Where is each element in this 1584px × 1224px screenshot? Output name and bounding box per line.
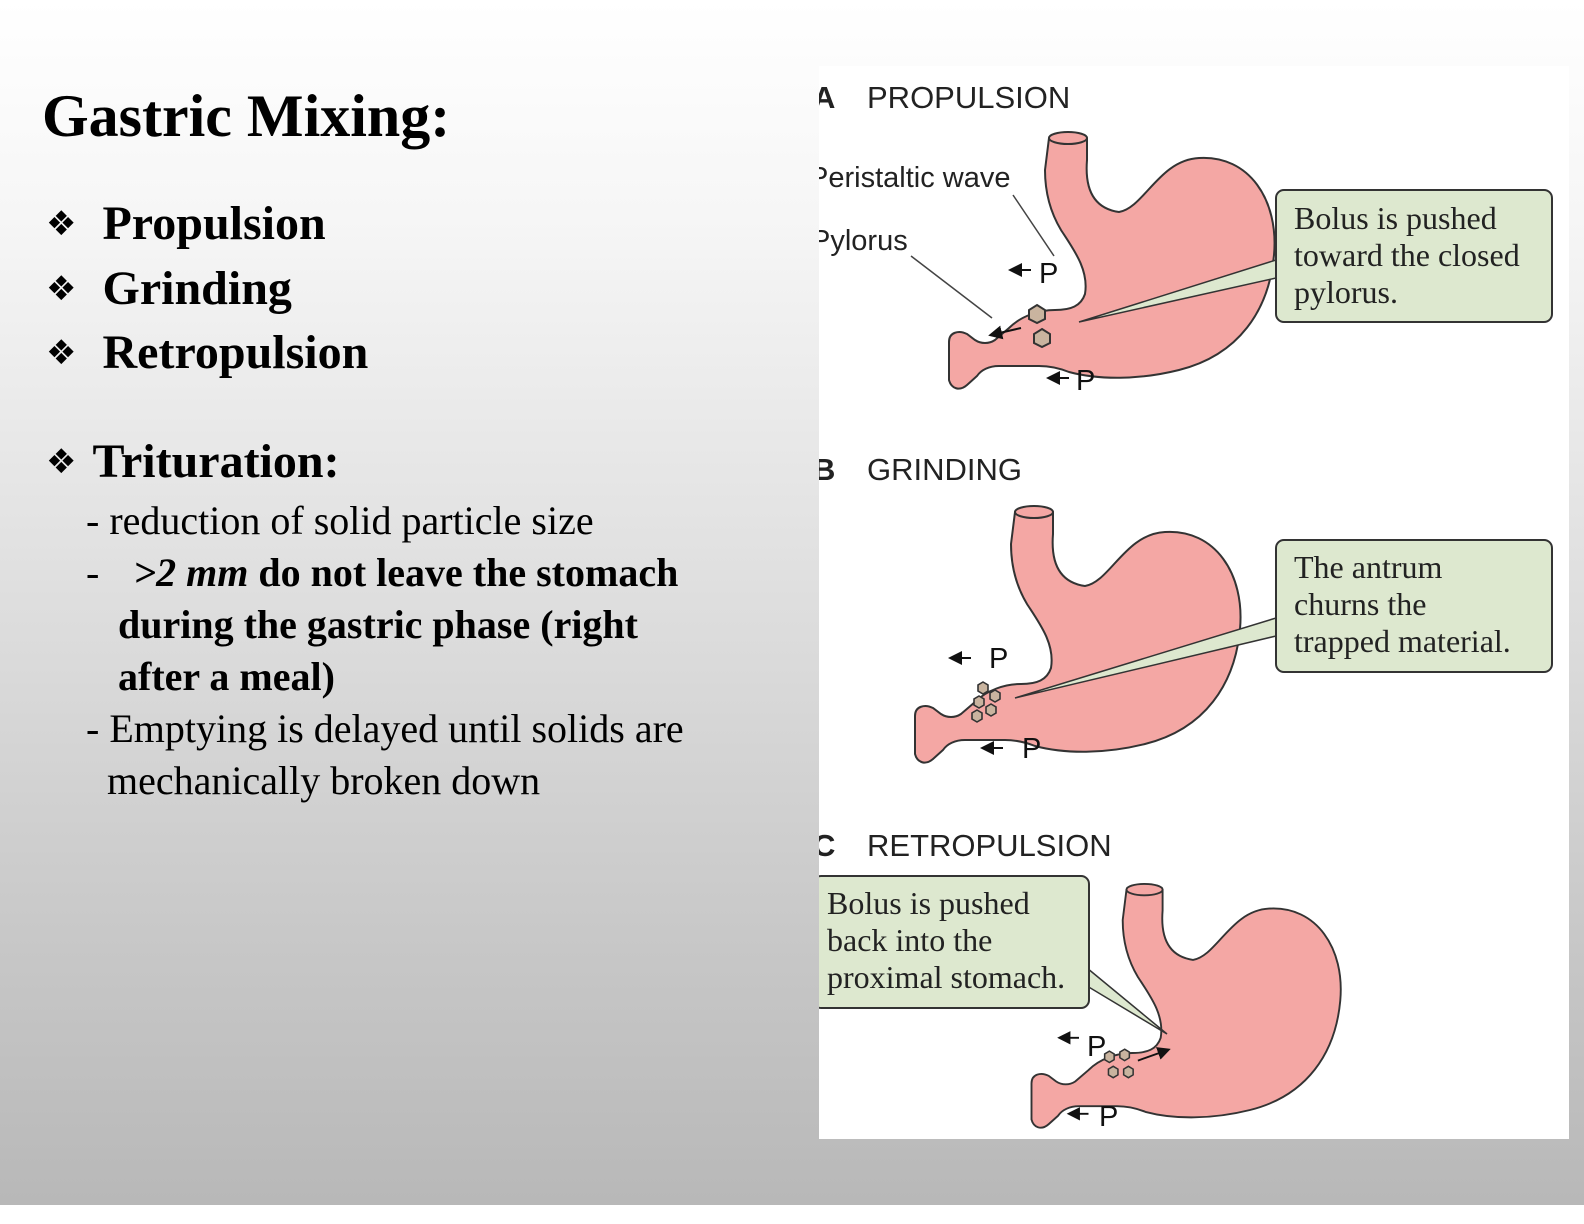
trituration-item-2-line-3: after a meal)	[118, 654, 335, 699]
callout-line: back into the	[827, 922, 992, 958]
bullet-label: Retropulsion	[102, 326, 369, 379]
panel-a-title: PROPULSION	[867, 80, 1070, 115]
diagram-svg: A PROPULSION Peristaltic wave Pylorus P …	[819, 80, 1553, 1133]
callout-box	[819, 875, 1090, 1009]
gastric-motility-diagram: A PROPULSION Peristaltic wave Pylorus P …	[819, 66, 1569, 1139]
bullet-retropulsion: ❖ Retropulsion	[46, 325, 368, 380]
leader-line	[910, 255, 993, 319]
trituration-item-2-line-2: during the gastric phase (right	[118, 602, 638, 647]
diamond-bullet-icon: ❖	[46, 203, 77, 244]
panel-c-title: RETROPULSION	[867, 828, 1112, 863]
slide-title: Gastric Mixing:	[42, 83, 451, 149]
trituration-item-1: - reduction of solid particle size	[86, 498, 594, 543]
p-label: P	[1022, 733, 1041, 765]
panel-a-propulsion: A PROPULSION Peristaltic wave Pylorus P …	[819, 80, 1553, 397]
p-label: P	[1087, 1031, 1106, 1063]
diamond-bullet-icon: ❖	[46, 332, 77, 373]
size-threshold: >2 mm	[133, 550, 249, 595]
callout-line: toward the closed	[1294, 237, 1520, 273]
item-text: do not leave the stomach	[248, 550, 679, 595]
panel-b-title: GRINDING	[867, 452, 1022, 487]
p-label: P	[1099, 1101, 1118, 1133]
bullet-trituration: ❖ Trituration:	[46, 434, 340, 489]
panel-b-letter: B	[819, 452, 835, 487]
callout-line: proximal stomach.	[827, 959, 1065, 995]
callout-line: Bolus is pushed	[1294, 200, 1497, 236]
stomach-illustration	[1030, 882, 1342, 1129]
callout-line: Bolus is pushed	[827, 885, 1030, 921]
trituration-item-3: - Emptying is delayed until solids are	[86, 706, 684, 751]
bullet-label: Grinding	[102, 262, 292, 315]
trituration-item-3-line-2: mechanically broken down	[107, 758, 541, 803]
p-label: P	[1076, 365, 1095, 397]
item-dash: -	[86, 550, 100, 595]
panel-c-letter: C	[819, 828, 835, 863]
panel-b-grinding: B GRINDING P P The antrum churns the tra…	[819, 452, 1553, 765]
pylorus-label: Pylorus	[819, 225, 908, 257]
bullet-propulsion: ❖ Propulsion	[46, 196, 326, 251]
callout-line: pylorus.	[1294, 274, 1398, 310]
diamond-bullet-icon: ❖	[46, 441, 77, 482]
stomach-illustration	[948, 131, 1276, 390]
callout-line: trapped material.	[1294, 623, 1511, 659]
trituration-heading: Trituration:	[92, 435, 340, 488]
bullet-grinding: ❖ Grinding	[46, 261, 292, 316]
callout-box	[1275, 539, 1553, 673]
bullet-label: Propulsion	[102, 197, 326, 250]
callout-box	[1275, 189, 1553, 323]
panel-a-letter: A	[819, 80, 835, 115]
leader-line	[1012, 194, 1055, 257]
peristaltic-wave-label: Peristaltic wave	[819, 162, 1010, 194]
diamond-bullet-icon: ❖	[46, 268, 77, 309]
panel-c-retropulsion: C RETROPULSION P P Bolus is pushed back …	[819, 828, 1342, 1133]
callout-line: The antrum	[1294, 549, 1443, 585]
callout-line: churns the	[1294, 586, 1426, 622]
p-label: P	[989, 643, 1008, 675]
stomach-illustration	[914, 505, 1242, 764]
p-label: P	[1039, 258, 1058, 290]
trituration-item-2: - >2 mm do not leave the stomach	[86, 549, 678, 596]
